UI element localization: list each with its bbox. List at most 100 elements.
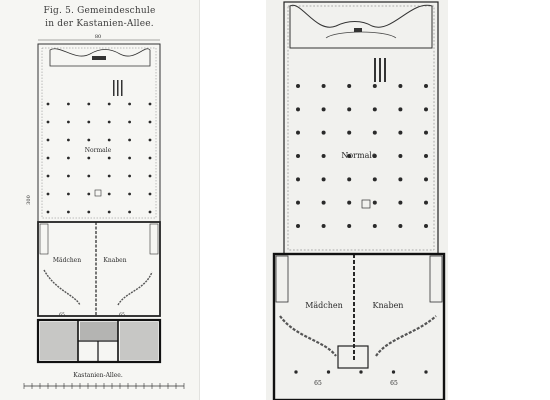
scale-bar — [23, 383, 185, 389]
tree-dot — [372, 200, 377, 205]
right-stair — [429, 255, 443, 303]
room-label: Normale — [85, 147, 112, 154]
schoolyard-block — [37, 221, 161, 317]
tree-dot — [398, 224, 403, 228]
tree-dot — [347, 130, 352, 135]
tree-dot — [326, 370, 331, 374]
tree-dot — [321, 84, 326, 88]
tree-dot — [424, 224, 428, 228]
tree-dot — [321, 177, 326, 182]
figure-subtitle: in der Kastanien-Allee. — [45, 19, 154, 29]
tree-dot — [296, 177, 300, 182]
left-stair — [275, 255, 289, 303]
courtyard-inner-path — [287, 5, 435, 251]
tree-dot — [372, 107, 377, 112]
tree-dot — [87, 192, 91, 196]
tree-dot — [372, 84, 377, 88]
tree-dot — [46, 120, 50, 124]
tree-dot — [107, 174, 111, 178]
tree-dot — [87, 120, 91, 124]
tree-dot — [128, 192, 132, 196]
tree-dot — [128, 120, 132, 124]
tree-dot — [424, 200, 428, 205]
lower-tree-row — [294, 370, 428, 374]
tree-dot — [128, 138, 132, 142]
tree-dot — [372, 130, 377, 135]
tree-dot — [398, 84, 403, 88]
tree-dot — [67, 174, 70, 178]
figure-title: Fig. 5. Gemeindeschule — [43, 6, 156, 16]
tree-dot — [294, 370, 298, 374]
podium-bars — [113, 80, 123, 96]
left-stair — [39, 223, 49, 255]
left-figure-panel: Fig. 5. Gemeindeschule in der Kastanien-… — [0, 0, 200, 400]
tree-dot — [398, 200, 403, 205]
yard-paths — [279, 315, 437, 357]
tree-dot — [321, 200, 326, 205]
ornamental-garden — [49, 48, 151, 67]
tree-dot — [347, 154, 352, 158]
ornamental-garden — [289, 4, 433, 49]
tree-dot — [67, 120, 70, 124]
boys-label: Knaben — [103, 257, 126, 264]
entry-gate — [337, 345, 369, 369]
side-dimension-label: 300 — [26, 195, 32, 205]
tree-dot — [398, 107, 403, 112]
tree-dot — [347, 200, 352, 205]
tree-grid — [46, 102, 152, 214]
tree-dot — [347, 107, 352, 112]
room-label: Normale — [341, 151, 377, 160]
podium-bars — [374, 58, 386, 82]
tree-dot — [321, 130, 326, 135]
tree-dot — [424, 107, 428, 112]
tree-dot — [46, 210, 50, 214]
tree-dot — [128, 210, 132, 214]
tree-dot — [321, 107, 326, 112]
courtyard-inner-path — [41, 47, 157, 219]
tree-dot — [107, 138, 111, 142]
garden-bench — [92, 56, 106, 60]
boys-label: Knaben — [373, 301, 404, 310]
tree-dot — [347, 84, 352, 88]
tree-dot — [128, 156, 132, 160]
tree-dot — [424, 177, 428, 182]
tree-dot — [107, 210, 111, 214]
tree-dot — [424, 130, 428, 135]
tree-dot — [148, 174, 152, 178]
tree-dot — [296, 224, 300, 228]
yard-paths — [43, 269, 153, 306]
tree-dot — [87, 138, 91, 142]
tree-dot — [107, 120, 111, 124]
pump-marker — [361, 199, 371, 209]
tree-dot — [128, 102, 132, 106]
lower-dimension-left: 65 — [59, 312, 65, 318]
tree-dot — [67, 192, 70, 196]
tree-dot — [321, 154, 326, 158]
lower-dimension-left: 65 — [314, 380, 322, 387]
tree-dot — [148, 138, 152, 142]
tree-dot — [424, 370, 428, 374]
tree-dot — [87, 102, 91, 106]
tree-dot — [87, 210, 91, 214]
tree-dot — [67, 102, 70, 106]
tree-dot — [46, 174, 50, 178]
tree-dot — [148, 102, 152, 106]
tree-dot — [67, 210, 70, 214]
tree-dot — [148, 120, 152, 124]
tree-dot — [424, 84, 428, 88]
girls-label: Mädchen — [305, 301, 343, 310]
tree-dot — [87, 156, 91, 160]
tree-dot — [67, 156, 70, 160]
garden-bench — [354, 28, 362, 32]
girls-label: Mädchen — [53, 257, 81, 264]
lower-dimension-right: 65 — [119, 312, 125, 318]
tree-grid — [296, 84, 428, 228]
tree-dot — [148, 192, 152, 196]
tree-dot — [107, 192, 111, 196]
tree-dot — [424, 154, 428, 158]
tree-dot — [347, 224, 352, 228]
tree-dot — [107, 102, 111, 106]
tree-dot — [148, 210, 152, 214]
top-dimension-label: 80 — [95, 34, 101, 40]
tree-dot — [296, 107, 300, 112]
